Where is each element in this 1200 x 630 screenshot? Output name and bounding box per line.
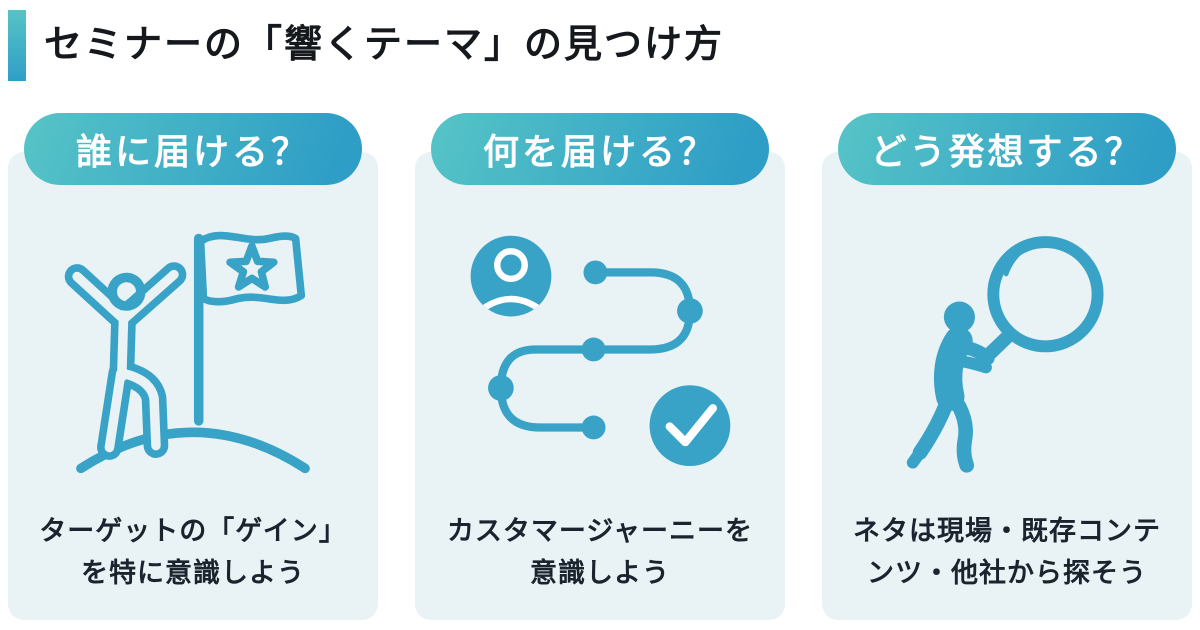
search-idea-icon <box>906 236 1104 473</box>
card-who-pill: 誰に届ける？ <box>24 113 362 185</box>
card-how: どう発想する？ ネタは現場・既存コンテ <box>822 113 1192 620</box>
card-who-caption: ターゲットの「ゲイン」 を特に意識しよう <box>16 510 370 594</box>
card-who: 誰に届ける？ <box>8 113 378 620</box>
card-how-caption: ネタは現場・既存コンテ ンツ・他社から探そう <box>830 510 1184 594</box>
customer-journey-icon <box>470 235 731 467</box>
goal-flag-icon <box>64 231 310 474</box>
card-how-title: どう発想する？ <box>870 131 1144 172</box>
caption-line: ネタは現場・既存コンテ <box>853 516 1161 546</box>
caption-line: カスタマージャーニーを <box>446 516 754 546</box>
title-accent-bar <box>8 10 26 81</box>
caption-line: ターゲットの「ゲイン」 <box>39 516 347 546</box>
header: セミナーの「響くテーマ」の見つけ方 <box>8 10 724 81</box>
page-title: セミナーの「響くテーマ」の見つけ方 <box>44 24 725 66</box>
card-how-pill: どう発想する？ <box>838 113 1176 185</box>
card-who-icon-area <box>8 210 378 510</box>
card-what-caption: カスタマージャーニーを 意識しよう <box>423 510 777 594</box>
caption-line: 意識しよう <box>530 558 670 588</box>
card-what: 何を届ける？ <box>415 113 785 620</box>
cards-row: 誰に届ける？ <box>8 113 1192 620</box>
card-what-icon-area <box>415 210 785 510</box>
card-what-pill: 何を届ける？ <box>431 113 769 185</box>
card-who-title: 誰に届ける？ <box>75 131 310 172</box>
card-how-icon-area <box>822 210 1192 510</box>
card-what-title: 何を届ける？ <box>482 131 717 172</box>
caption-line: を特に意識しよう <box>81 558 305 588</box>
caption-line: ンツ・他社から探そう <box>867 558 1147 588</box>
